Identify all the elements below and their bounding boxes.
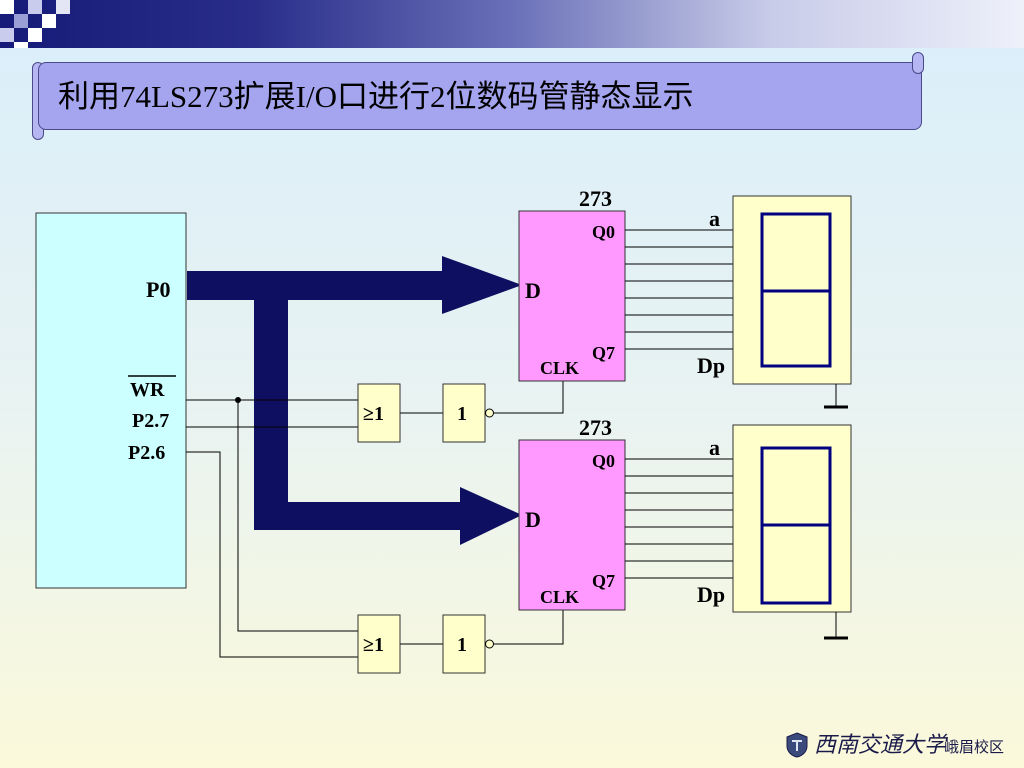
pin-wr-label: WR <box>130 379 165 401</box>
or-gate-lower <box>357 614 401 674</box>
latch-upper-outputs <box>625 229 733 350</box>
not-gate-lower-bubble <box>485 639 494 649</box>
control-wires <box>186 381 564 658</box>
latch-lower-clk-label: CLK <box>540 587 579 607</box>
not-gate-upper-label: 1 <box>457 403 467 425</box>
ground-symbol-lower <box>824 612 848 640</box>
decor-square <box>0 0 14 14</box>
or-gate-upper <box>357 383 401 443</box>
decor-square <box>28 0 42 14</box>
campus-name: 峨眉校区 <box>944 738 1005 756</box>
pin-p27-label: P2.7 <box>132 410 169 432</box>
display-upper-dp-label: Dp <box>697 353 725 378</box>
latch-lower-q0-label: Q0 <box>592 451 615 471</box>
data-bus <box>187 256 522 545</box>
mcu-block <box>35 212 187 589</box>
not-gate-upper <box>442 383 486 443</box>
wire-junction-dot <box>235 397 241 403</box>
port-p0-label: P0 <box>146 277 170 302</box>
latch-upper-d-label: D <box>525 278 541 303</box>
not-gate-upper-bubble <box>485 408 494 418</box>
decor-square <box>56 0 70 14</box>
ground-symbol-upper <box>824 384 848 409</box>
latch-lower-outputs <box>625 458 733 579</box>
or-gate-lower-label: ≥1 <box>363 634 384 656</box>
decor-square <box>42 14 56 28</box>
bus-arrow-lower <box>254 487 522 545</box>
latch-lower-q7-label: Q7 <box>592 571 615 591</box>
banner-scroll-roll <box>912 52 924 74</box>
university-emblem-icon <box>786 732 808 758</box>
bus-vertical <box>254 300 288 502</box>
latch-lower <box>518 439 626 611</box>
latch-upper-clk-label: CLK <box>540 358 579 378</box>
wire-not1-to-clk1 <box>494 381 564 414</box>
header-gradient-strip <box>0 0 1024 48</box>
wire-not2-to-clk2 <box>494 610 564 645</box>
display-lower-seg-a-label: a <box>709 435 720 460</box>
not-gate-lower <box>442 614 486 674</box>
slide-title: 利用74LS273扩展I/O口进行2位数码管静态显示 <box>58 79 694 114</box>
wire-wr-to-or2 <box>237 400 358 632</box>
or-gate-upper-label: ≥1 <box>363 403 384 425</box>
pin-p26-label: P2.6 <box>128 442 165 464</box>
wire-p26-to-or2 <box>186 451 358 658</box>
not-gate-lower-label: 1 <box>457 634 467 656</box>
latch-lower-chip-label: 273 <box>579 415 612 440</box>
decor-square <box>28 28 42 42</box>
latch-upper <box>518 210 626 382</box>
latch-upper-q0-label: Q0 <box>592 222 615 242</box>
decor-square <box>14 42 28 48</box>
display-upper-seg-a-label: a <box>709 206 720 231</box>
decor-square <box>0 28 14 42</box>
display-upper-segments <box>760 212 832 368</box>
university-name: 西南交通大学 <box>814 732 947 757</box>
display-lower <box>732 424 852 613</box>
latch-lower-d-label: D <box>525 507 541 532</box>
latch-upper-q7-label: Q7 <box>592 343 615 363</box>
title-banner <box>38 62 922 130</box>
decor-square <box>14 14 28 28</box>
display-lower-dp-label: Dp <box>697 582 725 607</box>
latch-upper-chip-label: 273 <box>579 186 612 211</box>
display-lower-segments <box>760 446 832 605</box>
bus-arrow-upper <box>187 256 522 314</box>
